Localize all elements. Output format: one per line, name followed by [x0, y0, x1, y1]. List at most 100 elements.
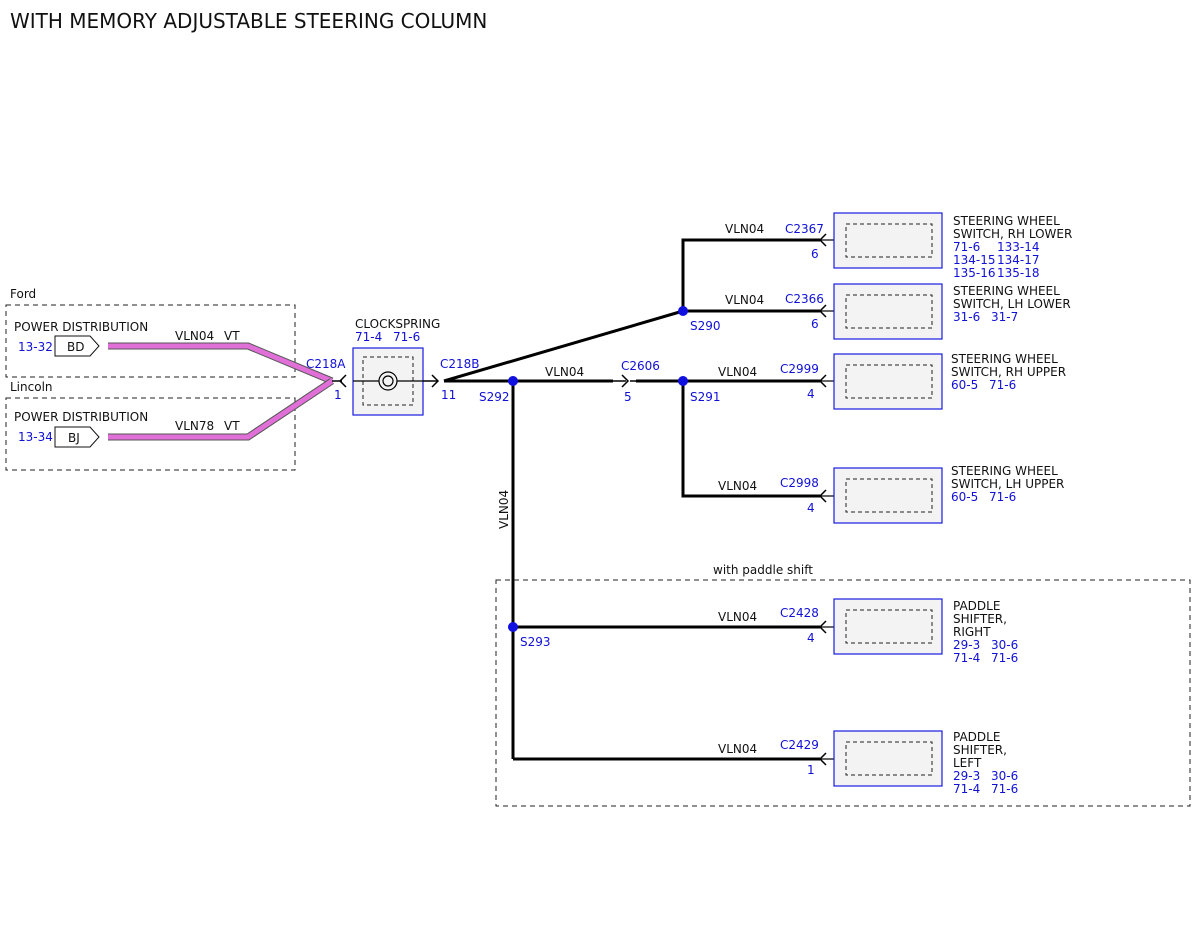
sw-rh-lower-inner [845, 223, 933, 258]
c2606-label[interactable]: C2606 [621, 359, 660, 373]
c2428-label[interactable]: C2428 [780, 606, 819, 620]
ford-color-label: VT [224, 329, 240, 343]
wire-c2367[interactable] [681, 238, 820, 311]
paddle-left-ref-3[interactable]: 71-4 [953, 782, 980, 796]
sw-lh-upper-label-2: SWITCH, LH UPPER [951, 477, 1064, 491]
c2606-pin: 5 [624, 390, 632, 404]
splice-s290[interactable] [678, 306, 688, 316]
lincoln-wire-outline [108, 378, 334, 441]
sw-rh-upper-inner [845, 364, 933, 399]
c2999-pin: 4 [807, 387, 815, 401]
paddle-right-label-1: PADDLE [953, 599, 1000, 613]
c218a-pin: 1 [334, 388, 342, 402]
ford-pin-label: BD [67, 340, 84, 354]
splice-s290-label: S290 [690, 319, 721, 333]
sw-lh-lower-ref-1[interactable]: 31-6 [953, 310, 980, 324]
ford-page-ref[interactable]: 13-32 [18, 340, 53, 354]
paddle-right-ref-4[interactable]: 71-6 [991, 651, 1018, 665]
paddle-right-ref-1[interactable]: 29-3 [953, 638, 980, 652]
ford-wire-outline [108, 342, 334, 385]
c2367-label[interactable]: C2367 [785, 222, 824, 236]
paddle-shift-group-box [495, 579, 1191, 807]
c218b-label[interactable]: C218B [440, 357, 480, 371]
paddle-right-ref-2[interactable]: 30-6 [991, 638, 1018, 652]
sw-lh-upper-component[interactable] [833, 467, 943, 524]
diagram-title: WITH MEMORY ADJUSTABLE STEERING COLUMN [10, 9, 487, 33]
sw-lh-upper-ref-2[interactable]: 71-6 [989, 490, 1016, 504]
wire-label-c2428: VLN04 [718, 610, 757, 624]
wire-c2998[interactable] [681, 381, 820, 498]
lincoln-variant-box [5, 397, 296, 471]
ford-circuit-label: VLN04 [175, 329, 214, 343]
sw-lh-lower-label-1: STEERING WHEEL [953, 284, 1060, 298]
paddle-left-ref-1[interactable]: 29-3 [953, 769, 980, 783]
lincoln-page-ref[interactable]: 13-34 [18, 430, 53, 444]
sw-rh-lower-ref-5[interactable]: 135-16 [953, 266, 996, 280]
wire-label-s292-c2606: VLN04 [545, 365, 584, 379]
sw-rh-lower-component[interactable] [833, 212, 943, 269]
splice-s291-label: S291 [690, 390, 721, 404]
splice-s293-label: S293 [520, 635, 551, 649]
sw-rh-upper-label-1: STEERING WHEEL [951, 352, 1058, 366]
paddle-left-component[interactable] [833, 730, 943, 787]
clockspring-coil-inner-icon [382, 375, 394, 387]
sw-rh-upper-ref-1[interactable]: 60-5 [951, 378, 978, 392]
wire-label-c2367: VLN04 [725, 222, 764, 236]
c218a-label[interactable]: C218A [306, 357, 346, 371]
lincoln-circuit-label: VLN78 [175, 419, 214, 433]
sw-lh-upper-ref-1[interactable]: 60-5 [951, 490, 978, 504]
clockspring-ref-1[interactable]: 71-4 [355, 330, 382, 344]
splice-s292-label: S292 [479, 390, 510, 404]
c2999-label[interactable]: C2999 [780, 362, 819, 376]
sw-rh-upper-label-2: SWITCH, RH UPPER [951, 365, 1066, 379]
lincoln-component-label: POWER DISTRIBUTION [14, 410, 148, 424]
lincoln-pin-label: BJ [68, 431, 80, 445]
paddle-left-label-1: PADDLE [953, 730, 1000, 744]
splice-s291[interactable] [678, 376, 688, 386]
sw-rh-upper-component[interactable] [833, 353, 943, 410]
sw-rh-lower-ref-6[interactable]: 135-18 [997, 266, 1040, 280]
sw-lh-lower-component[interactable] [833, 283, 943, 340]
c2998-label[interactable]: C2998 [780, 476, 819, 490]
paddle-right-component[interactable] [833, 598, 943, 655]
sw-rh-lower-label-1: STEERING WHEEL [953, 214, 1060, 228]
sw-rh-lower-ref-1[interactable]: 71-6 [953, 240, 980, 254]
ford-violet-wire[interactable] [108, 343, 333, 384]
sw-lh-upper-inner [845, 478, 933, 513]
c218b-arrow-icon [431, 374, 440, 388]
wire-label-c2998: VLN04 [718, 479, 757, 493]
paddle-left-ref-2[interactable]: 30-6 [991, 769, 1018, 783]
c2366-label[interactable]: C2366 [785, 292, 824, 306]
sw-lh-lower-ref-2[interactable]: 31-7 [991, 310, 1018, 324]
c218a-arrow-icon [338, 374, 347, 388]
c2606-arrow-icon [621, 374, 630, 388]
sw-rh-lower-label-2: SWITCH, RH LOWER [953, 227, 1072, 241]
c2429-pin: 1 [807, 763, 815, 777]
paddle-left-inner [845, 741, 933, 776]
c218b-pin: 11 [441, 388, 456, 402]
paddle-right-ref-3[interactable]: 71-4 [953, 651, 980, 665]
wire-label-s292-s293: VLN04 [497, 490, 511, 529]
sw-rh-lower-ref-3[interactable]: 134-15 [953, 253, 996, 267]
sw-rh-lower-ref-4[interactable]: 134-17 [997, 253, 1040, 267]
c2367-pin: 6 [811, 247, 819, 261]
paddle-right-inner [845, 609, 933, 644]
splice-s293[interactable] [508, 622, 518, 632]
wire-label-c2366: VLN04 [725, 293, 764, 307]
lincoln-pin-tag [54, 426, 100, 448]
wire-label-c2999: VLN04 [718, 365, 757, 379]
clockspring-ref-2[interactable]: 71-6 [393, 330, 420, 344]
sw-rh-lower-ref-2[interactable]: 133-14 [997, 240, 1040, 254]
splice-s292[interactable] [508, 376, 518, 386]
c2428-pin: 4 [807, 631, 815, 645]
paddle-left-ref-4[interactable]: 71-6 [991, 782, 1018, 796]
wire-c218b-s290[interactable] [443, 309, 684, 383]
lincoln-violet-wire[interactable] [108, 378, 334, 440]
sw-rh-upper-ref-2[interactable]: 71-6 [989, 378, 1016, 392]
c2998-pin: 4 [807, 501, 815, 515]
ford-component-label: POWER DISTRIBUTION [14, 320, 148, 334]
paddle-left-label-2: SHIFTER, [953, 743, 1007, 757]
paddle-right-label-3: RIGHT [953, 625, 991, 639]
c2429-label[interactable]: C2429 [780, 738, 819, 752]
